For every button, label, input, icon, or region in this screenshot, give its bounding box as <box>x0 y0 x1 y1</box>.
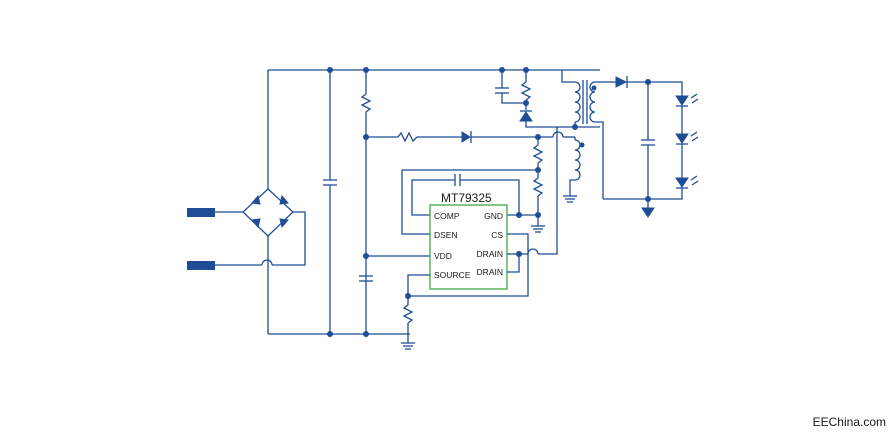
bulk-capacitor <box>323 70 337 334</box>
vdd-capacitor <box>359 275 373 282</box>
divider-resistors <box>401 137 545 235</box>
ic-name: MT79325 <box>441 191 492 205</box>
pin-cs: CS <box>491 230 503 240</box>
controller-ic: MT79325 COMP DSEN VDD SOURCE GND CS DRAI… <box>429 191 508 290</box>
led-3 <box>675 175 699 189</box>
pin-source: SOURCE <box>434 270 471 280</box>
bridge-rectifier <box>215 70 306 334</box>
startup-resistor <box>360 70 372 334</box>
pin-dsen: DSEN <box>434 230 458 240</box>
ac-input-terminal-1 <box>187 208 215 217</box>
comp-capacitor <box>411 174 520 216</box>
pin-drain-2: DRAIN <box>477 267 503 277</box>
source-credit: EEChina.com <box>812 415 886 429</box>
aux-feed <box>366 131 575 143</box>
pin-comp: COMP <box>434 211 460 221</box>
ic-body <box>429 204 508 290</box>
pin-drain-1: DRAIN <box>477 249 503 259</box>
ac-input-terminal-2 <box>187 261 215 270</box>
pin-vdd: VDD <box>434 251 452 261</box>
flyback-transformer <box>561 70 604 199</box>
rcd-snubber <box>495 67 557 128</box>
led-2 <box>675 131 699 178</box>
led-1 <box>675 93 699 134</box>
output-stage <box>603 76 683 218</box>
sense-resistor <box>401 274 430 350</box>
pin-gnd: GND <box>484 211 503 221</box>
auxiliary-winding <box>563 137 585 203</box>
